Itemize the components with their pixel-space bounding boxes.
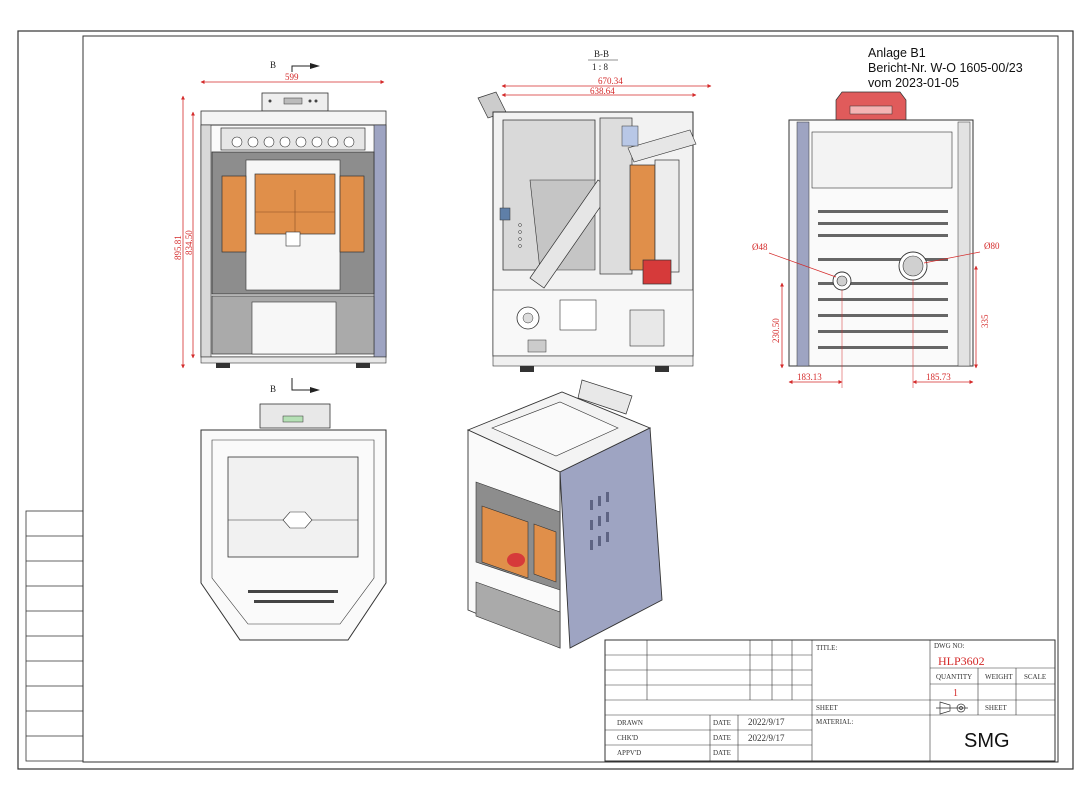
- tb-company: SMG: [964, 730, 1010, 752]
- rear-height-right-dim: 335: [980, 314, 990, 328]
- front-height-outer-dim: 895.81: [173, 235, 183, 260]
- tb-projection-icon: [936, 701, 968, 715]
- annex-line-2: Bericht-Nr. W-O 1605-00/23: [868, 61, 1023, 75]
- rear-dist-right-dim: 185.73: [926, 372, 951, 382]
- section-scale: 1 : 8: [592, 62, 609, 72]
- tb-chkd-date: 2022/9/17: [748, 733, 785, 743]
- rear-pipe-small-dim: Ø48: [752, 242, 768, 252]
- rear-pipe-large-dim: Ø80: [984, 241, 1000, 251]
- section-dim-inner: 638.64: [590, 86, 615, 96]
- isometric-view: [466, 379, 663, 649]
- rear-view: Ø48 Ø80 230.50 335 183.13 185.73: [752, 91, 1000, 388]
- tb-appvd-label: APPV'D: [617, 749, 641, 757]
- tb-quantity-label: QUANTITY: [936, 673, 972, 681]
- rear-dist-left-dim: 183.13: [797, 372, 822, 382]
- rear-height-left-dim: 230.50: [771, 318, 781, 343]
- annex-line-3: vom 2023-01-05: [868, 76, 960, 90]
- revision-cells: [25, 510, 84, 762]
- tb-weight-label: WEIGHT: [985, 673, 1013, 681]
- front-height-inner-dim: 834.50: [184, 230, 194, 255]
- annex-line-1: Anlage B1: [868, 46, 926, 60]
- tb-dwgno-label: DWG NO:: [934, 642, 965, 650]
- section-marker-top: B: [270, 60, 320, 72]
- front-view: B 599 895.81 834.50: [173, 60, 387, 394]
- section-title: B-B: [594, 49, 609, 59]
- section-marker-label: B: [270, 60, 276, 70]
- tb-date-label: DATE: [713, 749, 731, 757]
- section-marker-label: B: [270, 384, 276, 394]
- tb-chkd-label: CHK'D: [617, 734, 638, 742]
- tb-sheet-cell-label: SHEET: [816, 704, 839, 712]
- section-marker-bottom: B: [270, 378, 320, 394]
- tb-title-label: TITLE:: [816, 644, 837, 652]
- section-dim-outer: 670.34: [598, 76, 623, 86]
- top-view: [200, 403, 387, 641]
- tb-scale-label: SCALE: [1024, 673, 1046, 681]
- section-view: B-B 1 : 8 670.34 638.64: [477, 49, 712, 372]
- sheet-border: [17, 30, 1074, 770]
- annex-note: Anlage B1 Bericht-Nr. W-O 1605-00/23 vom…: [868, 46, 1023, 91]
- tb-drawn-label: DRAWN: [617, 719, 643, 727]
- front-width-dim: 599: [285, 72, 299, 82]
- tb-date-label: DATE: [713, 719, 731, 727]
- tb-dwgno: HLP3602: [938, 654, 985, 668]
- tb-sheet-label: SHEET: [985, 704, 1008, 712]
- tb-date-label: DATE: [713, 734, 731, 742]
- title-block: TITLE: DWG NO: HLP3602 QUANTITY WEIGHT S…: [604, 639, 1056, 762]
- tb-drawn-date: 2022/9/17: [748, 717, 785, 727]
- tb-material-label: MATERIAL:: [816, 718, 853, 726]
- tb-quantity: 1: [953, 688, 958, 699]
